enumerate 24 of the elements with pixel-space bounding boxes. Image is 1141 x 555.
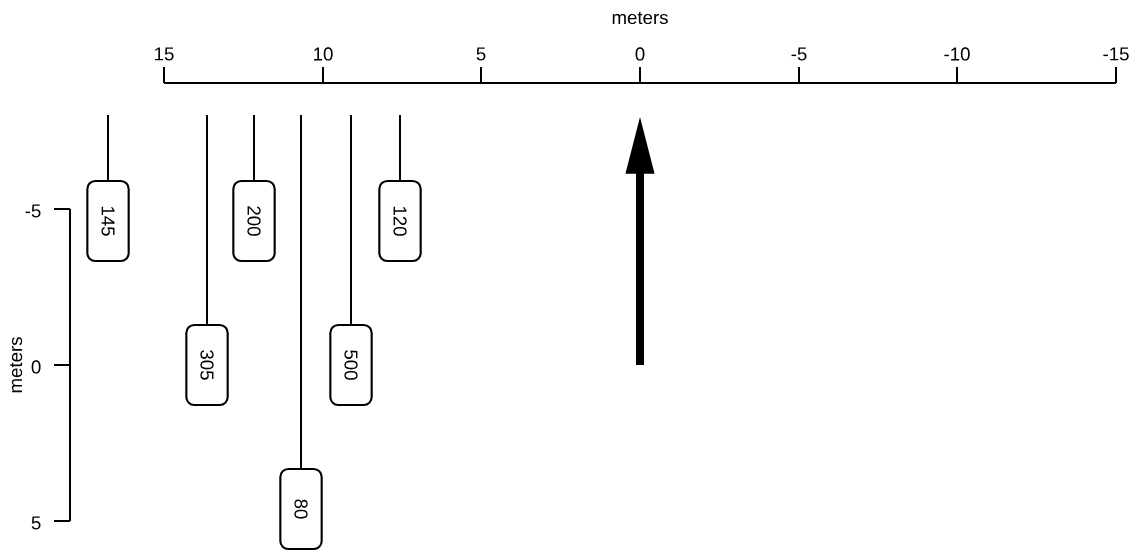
- hanging-line: [206, 114, 208, 325]
- tick-label: -5: [791, 47, 807, 61]
- axis-title: meters: [9, 337, 23, 393]
- tick-label: 5: [31, 516, 41, 530]
- tick-label: 10: [314, 47, 333, 61]
- value-box: 80: [279, 467, 323, 551]
- tick-label: 5: [476, 47, 486, 61]
- value-box: 200: [232, 179, 276, 263]
- value-box: 305: [185, 323, 229, 407]
- tick-label: 0: [635, 47, 645, 61]
- hanging-line: [350, 114, 352, 325]
- tick-label: -15: [1103, 47, 1129, 61]
- tick-label: 0: [31, 360, 41, 374]
- value-box: 500: [329, 323, 373, 407]
- tick-label: -5: [25, 204, 41, 218]
- hanging-line: [107, 114, 109, 181]
- tick-label: -10: [944, 47, 970, 61]
- hanging-line: [399, 114, 401, 181]
- hanging-line: [253, 114, 255, 181]
- value-box: 145: [86, 179, 130, 263]
- axis-title: meters: [612, 11, 668, 25]
- tick-label: 15: [155, 47, 174, 61]
- hanging-line: [300, 114, 302, 469]
- value-box: 120: [378, 179, 422, 263]
